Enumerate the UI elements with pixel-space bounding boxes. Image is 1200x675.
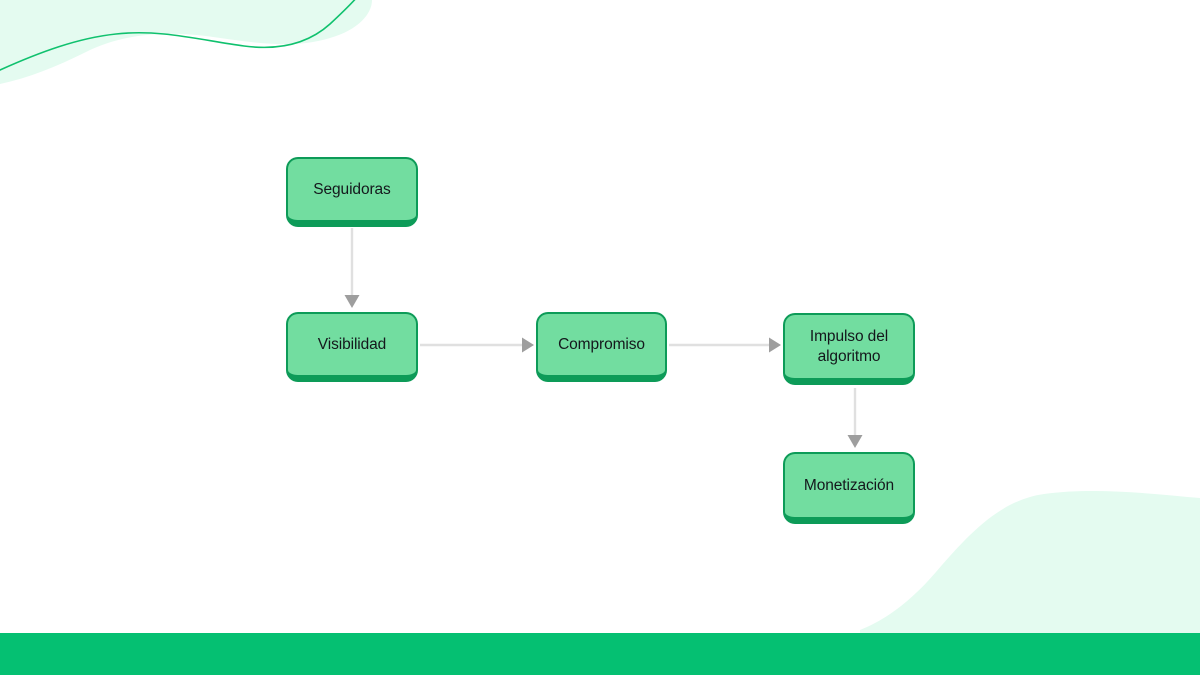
footer-bar [0,633,1200,675]
node-label: Monetización [803,476,895,494]
node-label: Visibilidad [317,335,387,353]
node-visibilidad[interactable]: Visibilidad [286,312,418,382]
edge-impulso-to-monetizacion [847,388,863,448]
node-monetizacion[interactable]: Monetización [783,452,915,524]
edge-seguidoras-to-visibilidad [344,228,360,308]
node-label: Compromiso [558,335,645,353]
node-impulso-del-algoritmo[interactable]: Impulso del algoritmo [783,313,915,385]
edge-visibilidad-to-compromiso [420,337,534,353]
edge-compromiso-to-impulso [669,337,781,353]
node-label: Seguidoras [313,180,391,198]
node-compromiso[interactable]: Compromiso [536,312,667,382]
node-label: Impulso del algoritmo [809,327,889,365]
node-seguidoras[interactable]: Seguidoras [286,157,418,227]
